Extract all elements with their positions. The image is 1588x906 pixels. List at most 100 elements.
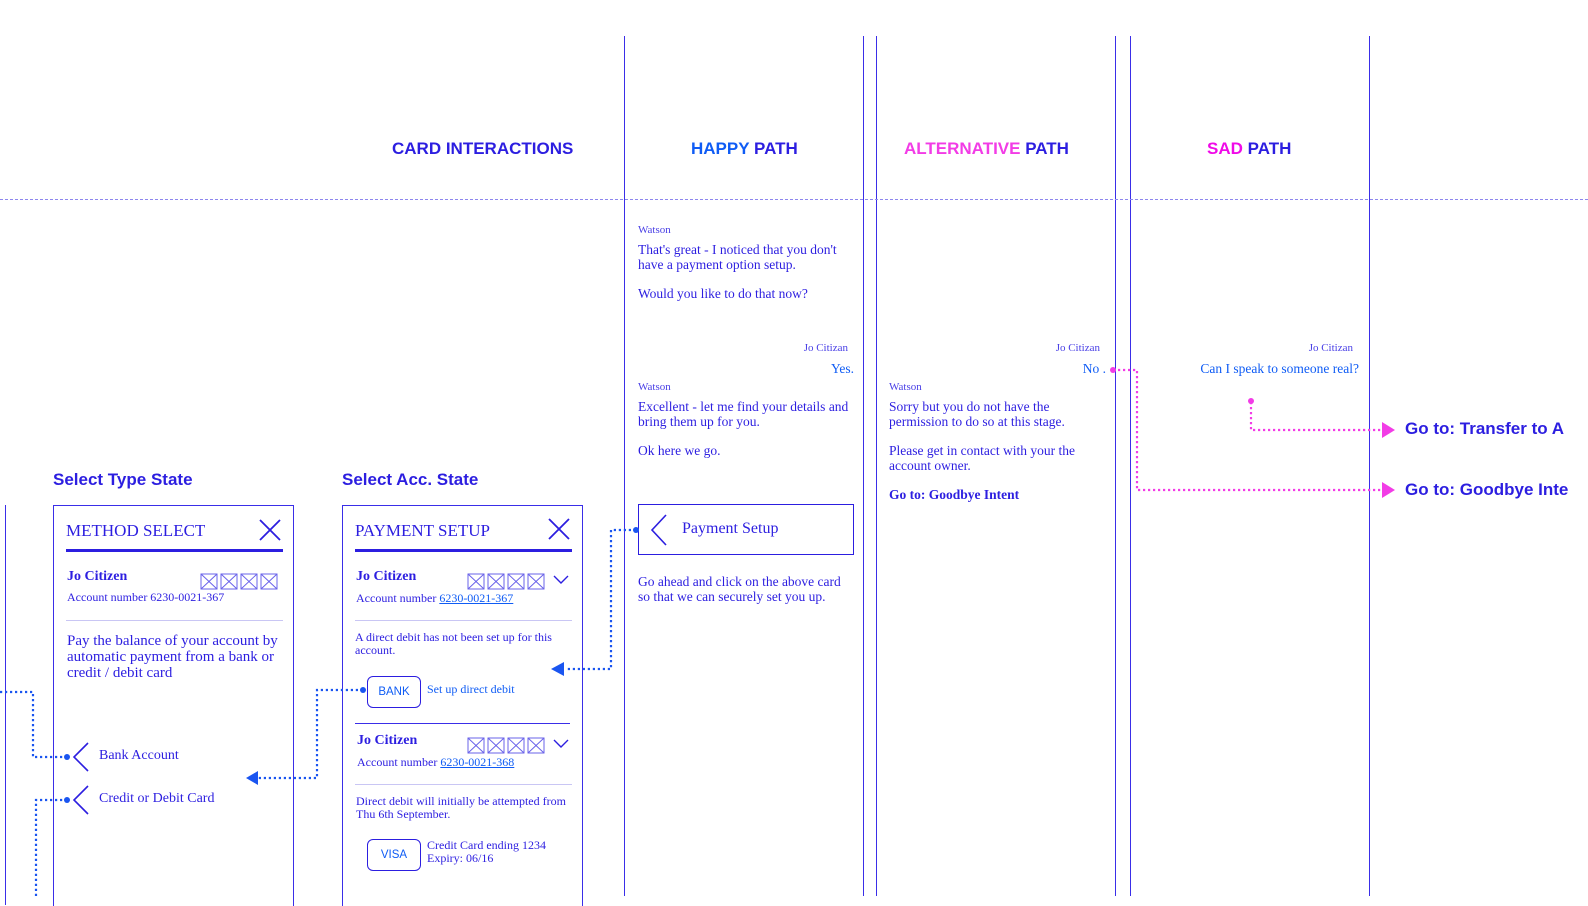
account-holder-name: Jo Citizen (67, 569, 128, 584)
panel-title-underline (66, 549, 283, 552)
column-divider (1115, 36, 1116, 896)
panel-title-underline (355, 549, 572, 552)
header-happy-word: HAPPY (691, 139, 750, 158)
user-reply: Can I speak to someone real? (1200, 361, 1359, 376)
payment-setup-card-label: Payment Setup (682, 520, 779, 537)
account-number: Account number 6230-0021-367 (67, 590, 225, 604)
divider (355, 784, 572, 785)
connector-dot (633, 527, 639, 533)
direct-debit-note: Direct debit will initially be attempted… (356, 794, 566, 821)
state-title-select-acc: Select Acc. State (342, 470, 479, 489)
close-icon[interactable] (547, 517, 571, 541)
card-logos-icon (200, 573, 278, 590)
account-number-label: Account number (357, 755, 441, 769)
arrow-head (1382, 482, 1395, 498)
speaker-label-watson: Watson (889, 381, 922, 393)
card-line-2: Expiry: 06/16 (427, 851, 494, 865)
header-happy-path: HAPPY PATH (691, 139, 798, 159)
arrow-head (551, 662, 564, 676)
header-sad-word: SAD (1207, 139, 1243, 158)
watson-message-2: Excellent - let me find your details and… (638, 399, 856, 458)
chevron-left-icon (650, 514, 667, 546)
account-number-label: Account number (356, 591, 440, 605)
goto-goodbye-label: Go to: Goodbye Inte (1405, 480, 1569, 499)
card-line-1: Credit Card ending 1234 (427, 838, 546, 852)
column-divider (876, 36, 877, 896)
goto-goodbye-intent: Go to: Goodbye Intent (889, 487, 1020, 502)
column-divider (1130, 36, 1131, 896)
header-divider (0, 199, 1588, 200)
option-bank-account[interactable]: Bank Account (72, 742, 272, 772)
watson-message-1: That's great - I noticed that you don't … (638, 242, 853, 301)
speaker-label-user: Jo Citizan (1308, 342, 1353, 354)
goto-transfer-label: Go to: Transfer to A (1405, 419, 1564, 438)
connector-alt-goodbye (1113, 368, 1383, 492)
close-icon[interactable] (258, 518, 282, 542)
header-alternative-suffix: PATH (1020, 139, 1069, 158)
state-title-select-type: Select Type State (53, 470, 193, 489)
arrow-head (1382, 422, 1395, 438)
message-paragraph: Excellent - let me find your details and… (638, 399, 849, 429)
method-description: Pay the balance of your account by autom… (67, 633, 278, 681)
bank-badge-button[interactable]: BANK (367, 676, 421, 708)
watson-message: Sorry but you do not have the permission… (889, 399, 1101, 502)
connector-bank-to-accounts (258, 688, 363, 780)
column-divider (624, 36, 625, 896)
speaker-label-user: Jo Citizan (1055, 342, 1100, 354)
speaker-label-watson: Watson (638, 381, 671, 393)
direct-debit-note: A direct debit has not been set up for t… (355, 630, 552, 657)
visa-badge-button[interactable]: VISA (367, 839, 421, 871)
column-divider (1369, 36, 1370, 896)
chevron-down-icon[interactable] (553, 575, 569, 585)
panel-title: PAYMENT SETUP (355, 521, 490, 540)
payment-setup-panel: PAYMENT SETUP Jo Citizen Account number … (342, 505, 583, 906)
message-paragraph: That's great - I noticed that you don't … (638, 242, 837, 272)
connector-dot (64, 797, 70, 803)
user-reply: Yes. (830, 361, 854, 376)
option-label: Credit or Debit Card (99, 791, 215, 806)
section-divider (355, 723, 570, 724)
user-reply: No . (1082, 361, 1106, 376)
card-logos-icon (467, 573, 545, 590)
divider (355, 620, 572, 621)
connector-bank-account (0, 690, 67, 759)
connector-dot (360, 687, 366, 693)
header-card-interactions: CARD INTERACTIONS (392, 139, 574, 158)
account-number-link[interactable]: 6230-0021-368 (440, 755, 515, 769)
header-happy-suffix: PATH (749, 139, 798, 158)
setup-direct-debit-link[interactable]: Set up direct debit (427, 682, 515, 696)
speaker-label-user: Jo Citizan (803, 342, 848, 354)
connector-dot (1110, 367, 1116, 373)
connector-dot (1248, 398, 1254, 404)
header-sad-suffix: PATH (1242, 139, 1292, 158)
account-number: Account number 6230-0021-367 (356, 591, 513, 606)
account-number: Account number 6230-0021-368 (357, 755, 514, 770)
chevron-left-icon (72, 742, 89, 772)
card-logos-icon (467, 737, 545, 754)
header-alternative-word: ALTERNATIVE (904, 139, 1021, 158)
happy-instruction: Go ahead and click on the above card so … (638, 574, 841, 604)
message-paragraph: Sorry but you do not have the permission… (889, 399, 1065, 429)
account-holder-name: Jo Citizen (357, 733, 418, 748)
previous-panel-edge (0, 505, 6, 905)
header-alternative-path: ALTERNATIVE PATH (904, 139, 1069, 159)
message-paragraph: Please get in contact with your the acco… (889, 443, 1075, 473)
connector-card-to-setup (565, 528, 636, 671)
account-number-link[interactable]: 6230-0021-367 (439, 591, 514, 605)
speaker-label-watson: Watson (638, 224, 671, 236)
chevron-down-icon[interactable] (553, 739, 569, 749)
arrow-head (246, 771, 258, 785)
divider (66, 620, 283, 621)
connector-credit-card (34, 798, 67, 896)
account-holder-name: Jo Citizen (356, 569, 417, 584)
message-paragraph: Would you like to do that now? (638, 286, 808, 301)
chevron-left-icon (72, 785, 89, 815)
connector-dot (64, 754, 70, 760)
column-divider (863, 36, 864, 896)
method-select-panel: METHOD SELECT Jo Citizen Account number … (53, 505, 294, 906)
option-credit-debit-card[interactable]: Credit or Debit Card (72, 785, 272, 815)
message-paragraph: Ok here we go. (638, 443, 721, 458)
connector-sad-transfer (1249, 402, 1383, 432)
panel-title: METHOD SELECT (66, 521, 206, 540)
